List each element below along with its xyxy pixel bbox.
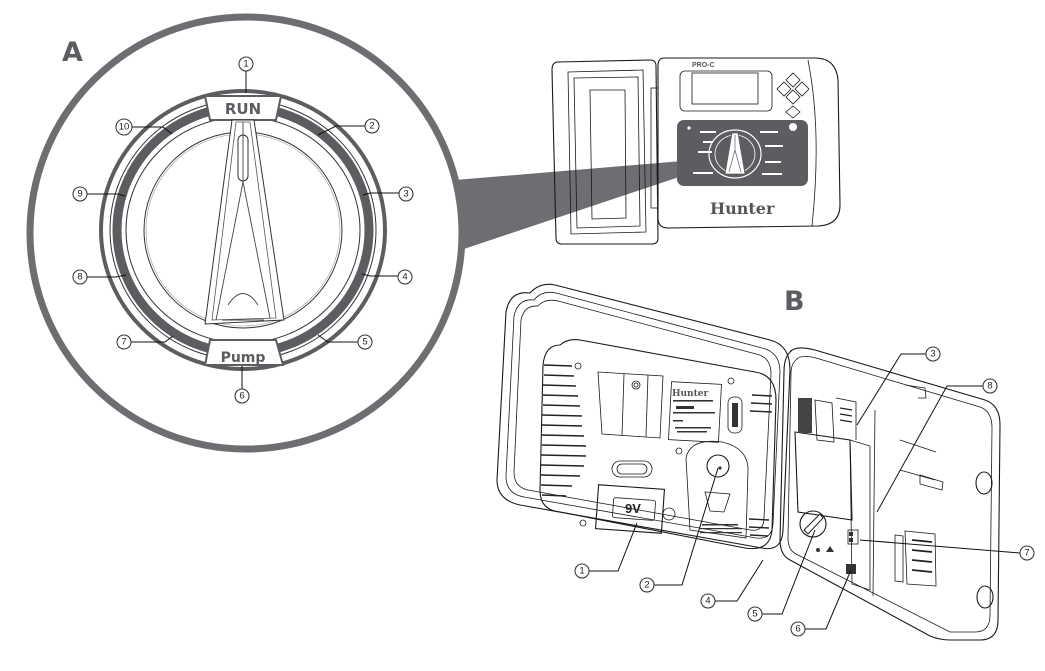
sticker-brand: Hunter	[672, 389, 708, 399]
callout-a-2: 2	[369, 121, 374, 132]
callout-b-1: 1	[579, 566, 584, 577]
vent-right	[748, 394, 773, 537]
callout-a-6: 6	[239, 391, 244, 402]
panel-a-label: A	[62, 37, 83, 68]
nav-buttons	[776, 72, 810, 119]
warning-text	[700, 524, 742, 534]
battery-label: 9V	[625, 501, 641, 516]
terminal-pins	[839, 407, 853, 423]
callout-b-5: 5	[752, 609, 757, 620]
cabinet-interior	[779, 347, 1001, 641]
panel-a: A RUN Pump	[26, 13, 718, 453]
callout-b-8: 8	[987, 381, 992, 392]
controller-front: PRO-C Hunter	[551, 57, 841, 245]
panel-a-callouts: 1 2 3 4 5 6 7	[72, 56, 414, 404]
vent-left	[540, 364, 587, 497]
dial-run-label: RUN	[225, 100, 261, 118]
callout-b-3: 3	[930, 349, 935, 360]
run-tab	[203, 95, 283, 121]
magnifier-connector	[455, 158, 718, 252]
callout-b-7: 7	[1024, 548, 1029, 559]
callout-a-9: 9	[77, 189, 82, 200]
dial-pointer	[204, 119, 285, 325]
panel-b-callouts: 1 2 4 5 6 3 8	[574, 346, 1035, 637]
brand-logo: Hunter	[710, 199, 775, 218]
callout-b-6: 6	[795, 624, 800, 635]
model-label: PRO-C	[692, 62, 715, 69]
callout-a-7: 7	[121, 337, 126, 348]
pump-tab	[203, 339, 285, 366]
callout-a-8: 8	[77, 272, 82, 283]
door-back: Hunter 9V	[496, 283, 791, 550]
callout-a-10: 10	[119, 122, 130, 133]
panel-b-label: B	[784, 286, 805, 317]
callout-a-3: 3	[403, 189, 408, 200]
callout-b-4: 4	[705, 596, 710, 607]
panel-b: B	[496, 283, 1035, 641]
sticker-text	[673, 400, 715, 433]
dial: RUN Pump	[99, 89, 387, 371]
dial-pump-label: Pump	[221, 350, 266, 366]
callout-a-1: 1	[243, 59, 248, 70]
dial-panel-labels	[693, 131, 783, 175]
callout-b-2: 2	[644, 580, 649, 591]
terminal-strip	[911, 539, 933, 573]
callout-a-5: 5	[362, 337, 367, 348]
callout-a-4: 4	[402, 272, 407, 283]
